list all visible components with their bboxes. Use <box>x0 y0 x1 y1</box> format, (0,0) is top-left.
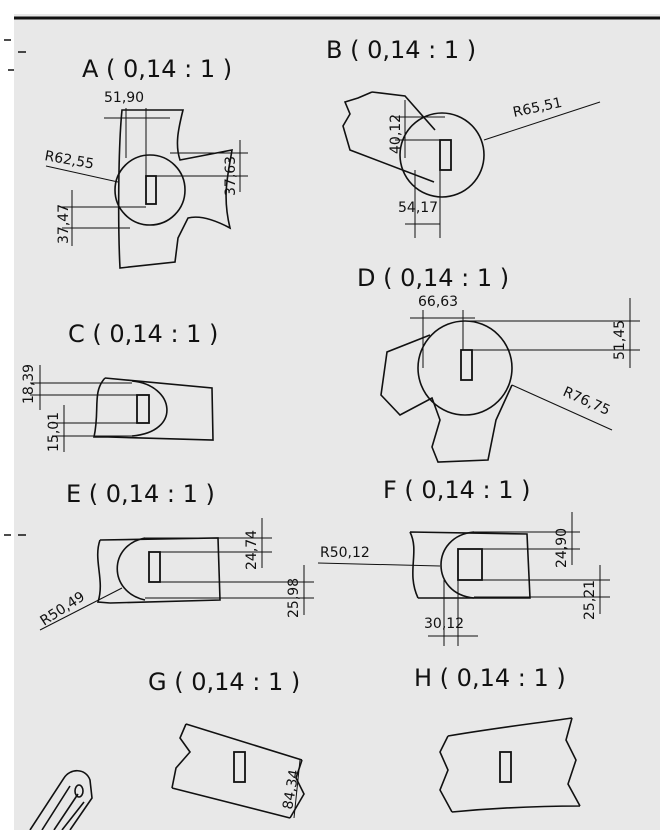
view-c-dim-18-39: 18,39 <box>21 364 37 404</box>
view-f-title: F ( 0,14 : 1 ) <box>383 476 530 504</box>
partial-linkage-arm <box>29 769 93 830</box>
view-h-slot <box>499 751 512 783</box>
view-a-lug-circle <box>114 154 186 226</box>
view-c-dim-15-01: 15,01 <box>46 412 62 452</box>
detail-view-g: G ( 0,14 : 1 ) 84,34 <box>148 668 305 819</box>
view-b-leader <box>483 101 601 141</box>
top-white-margin <box>0 0 660 14</box>
detail-view-f: F ( 0,14 : 1 ) R50,12 24,90 25,21 30,12 <box>317 476 610 646</box>
view-b-part-outline <box>342 91 436 183</box>
view-d-part-outline <box>380 334 513 463</box>
view-h-part-outline <box>439 717 581 813</box>
view-g-slot <box>233 751 246 783</box>
view-b-dim-40-12: 40,12 <box>388 114 404 154</box>
view-a-dim-37-47: 37,47 <box>56 204 72 244</box>
view-e-dim-24-74: 24,74 <box>244 530 260 570</box>
view-f-leader <box>317 562 441 567</box>
view-a-leader <box>45 165 119 183</box>
view-a-title: A ( 0,14 : 1 ) <box>82 55 232 83</box>
view-b-lug-circle <box>399 112 485 198</box>
view-a-dim-51-90: 51,90 <box>104 90 144 106</box>
view-e-title: E ( 0,14 : 1 ) <box>66 480 215 508</box>
view-d-leader <box>511 384 613 431</box>
view-f-dim-r50-12: R50,12 <box>320 545 370 561</box>
view-e-leader <box>39 587 123 631</box>
view-c-title: C ( 0,14 : 1 ) <box>68 320 218 348</box>
view-b-dim-54-17: 54,17 <box>398 200 438 216</box>
view-f-dim-25-21: 25,21 <box>582 580 598 620</box>
view-a-dim-37-63: 37,63 <box>223 156 239 196</box>
view-g-dim-line <box>293 759 301 819</box>
view-c-slot <box>136 394 150 424</box>
view-g-dim-84-34: 84,34 <box>280 768 303 810</box>
view-d-slot <box>460 349 473 381</box>
detail-view-a: A ( 0,14 : 1 ) 51,90 R62,55 37,63 37,47 <box>43 55 248 269</box>
view-f-round-end <box>440 531 475 599</box>
view-g-part-outline <box>171 723 305 819</box>
view-f-slot <box>457 548 483 581</box>
linkage-arm-outline <box>29 769 93 830</box>
detail-view-c: C ( 0,14 : 1 ) 18,39 15,01 <box>21 320 218 452</box>
view-d-dim-66-63: 66,63 <box>418 294 458 310</box>
view-d-title: D ( 0,14 : 1 ) <box>357 264 509 292</box>
view-a-part-outline <box>117 109 233 269</box>
view-f-dim-30-12: 30,12 <box>424 616 464 632</box>
view-f-dim-24-90: 24,90 <box>554 528 570 568</box>
view-h-title: H ( 0,14 : 1 ) <box>414 664 566 692</box>
view-e-dim-25-98: 25,98 <box>286 578 302 618</box>
view-a-slot <box>145 175 157 205</box>
view-b-title: B ( 0,14 : 1 ) <box>326 36 476 64</box>
view-c-round-end <box>131 380 168 437</box>
view-e-part-outline <box>96 537 221 604</box>
view-e-round-end <box>116 537 146 601</box>
view-d-dim-51-45: 51,45 <box>612 320 628 360</box>
view-b-slot <box>439 139 452 171</box>
view-e-slot <box>148 551 161 583</box>
detail-view-h: H ( 0,14 : 1 ) <box>414 664 581 813</box>
view-g-title: G ( 0,14 : 1 ) <box>148 668 300 696</box>
linkage-pin-hole <box>74 784 84 798</box>
left-white-margin <box>0 0 14 830</box>
